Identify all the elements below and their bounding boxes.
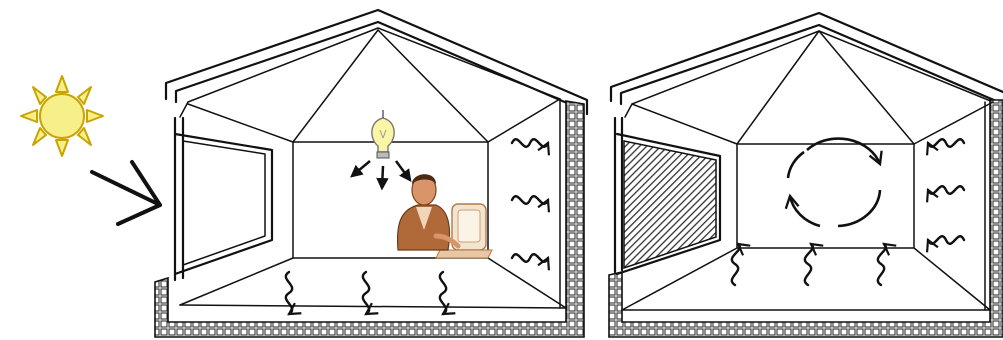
wall-heat-arrows-left	[510, 138, 550, 271]
right-room	[608, 11, 1003, 338]
brick-wall	[608, 99, 1003, 338]
light-rays	[350, 160, 412, 191]
shaded-window	[615, 132, 722, 276]
wall-heat-arrows-right	[926, 138, 966, 253]
chevron-arrow-icon	[90, 160, 162, 226]
floor-heat-arrows-left	[284, 270, 456, 316]
light-bulb-icon	[371, 110, 395, 159]
circular-arrows-icon	[784, 137, 883, 228]
left-room	[154, 8, 589, 338]
brick-wall	[154, 100, 585, 338]
person-at-computer-icon	[396, 174, 493, 259]
floor-heat-arrows-right	[730, 242, 897, 287]
sun-icon	[20, 75, 104, 157]
window	[173, 132, 274, 276]
